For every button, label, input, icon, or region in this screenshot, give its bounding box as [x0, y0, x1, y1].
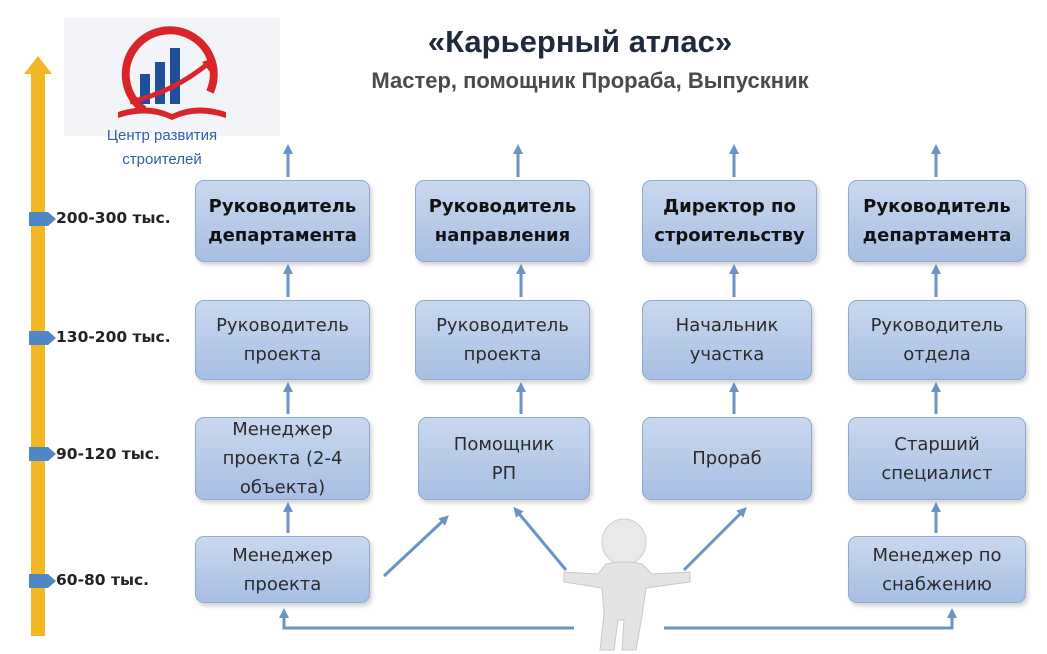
box-col3-site-chief: Начальник участка [642, 300, 812, 380]
box-col4-head-of-division: Руководитель отдела [848, 300, 1026, 380]
box-col4-senior-specialist: Старший специалист [848, 417, 1026, 500]
page-title: «Карьерный атлас» [427, 24, 733, 59]
box-col1-project-lead: Руководитель проекта [195, 300, 370, 380]
salary-scale-arrowhead [24, 56, 52, 74]
box-col4-head-of-department: Руководитель департамента [848, 180, 1026, 262]
box-col3-foreman: Прораб [642, 417, 812, 500]
logo-caption-line2: строителей [122, 151, 202, 168]
logo-caption-line1: Центр развития [106, 127, 218, 144]
box-col2-project-lead: Руководитель проекта [415, 300, 590, 380]
logo [64, 18, 280, 136]
box-col1-project-manager: Менеджер проекта [195, 536, 370, 603]
box-col2-assistant-pm: Помощник РП [418, 417, 590, 500]
salary-marker-4 [29, 574, 56, 588]
bar-chart-arrow-book-logo-icon [118, 26, 226, 120]
box-col2-head-of-direction: Руководитель направления [415, 180, 590, 262]
salary-marker-3 [29, 447, 56, 461]
salary-marker-2 [29, 331, 56, 345]
salary-level-90-120: 90-120 тыс. [56, 445, 160, 463]
salary-level-200-300: 200-300 тыс. [56, 209, 171, 227]
salary-marker-1 [29, 212, 56, 226]
salary-scale-bar [31, 72, 45, 636]
salary-level-130-200: 130-200 тыс. [56, 328, 171, 346]
box-col3-construction-director: Директор по строительству [642, 180, 817, 262]
page-subtitle: Мастер, помощник Прораба, Выпускник [371, 68, 809, 93]
salary-level-60-80: 60-80 тыс. [56, 571, 150, 589]
logo-caption: Центр развития строителей [64, 124, 260, 172]
box-col1-head-of-department: Руководитель департамента [195, 180, 370, 262]
box-col1-project-manager-multi: Менеджер проекта (2-4 объекта) [195, 417, 370, 500]
person-figure-icon [563, 518, 691, 651]
box-col4-supply-manager: Менеджер по снабжению [848, 536, 1026, 603]
